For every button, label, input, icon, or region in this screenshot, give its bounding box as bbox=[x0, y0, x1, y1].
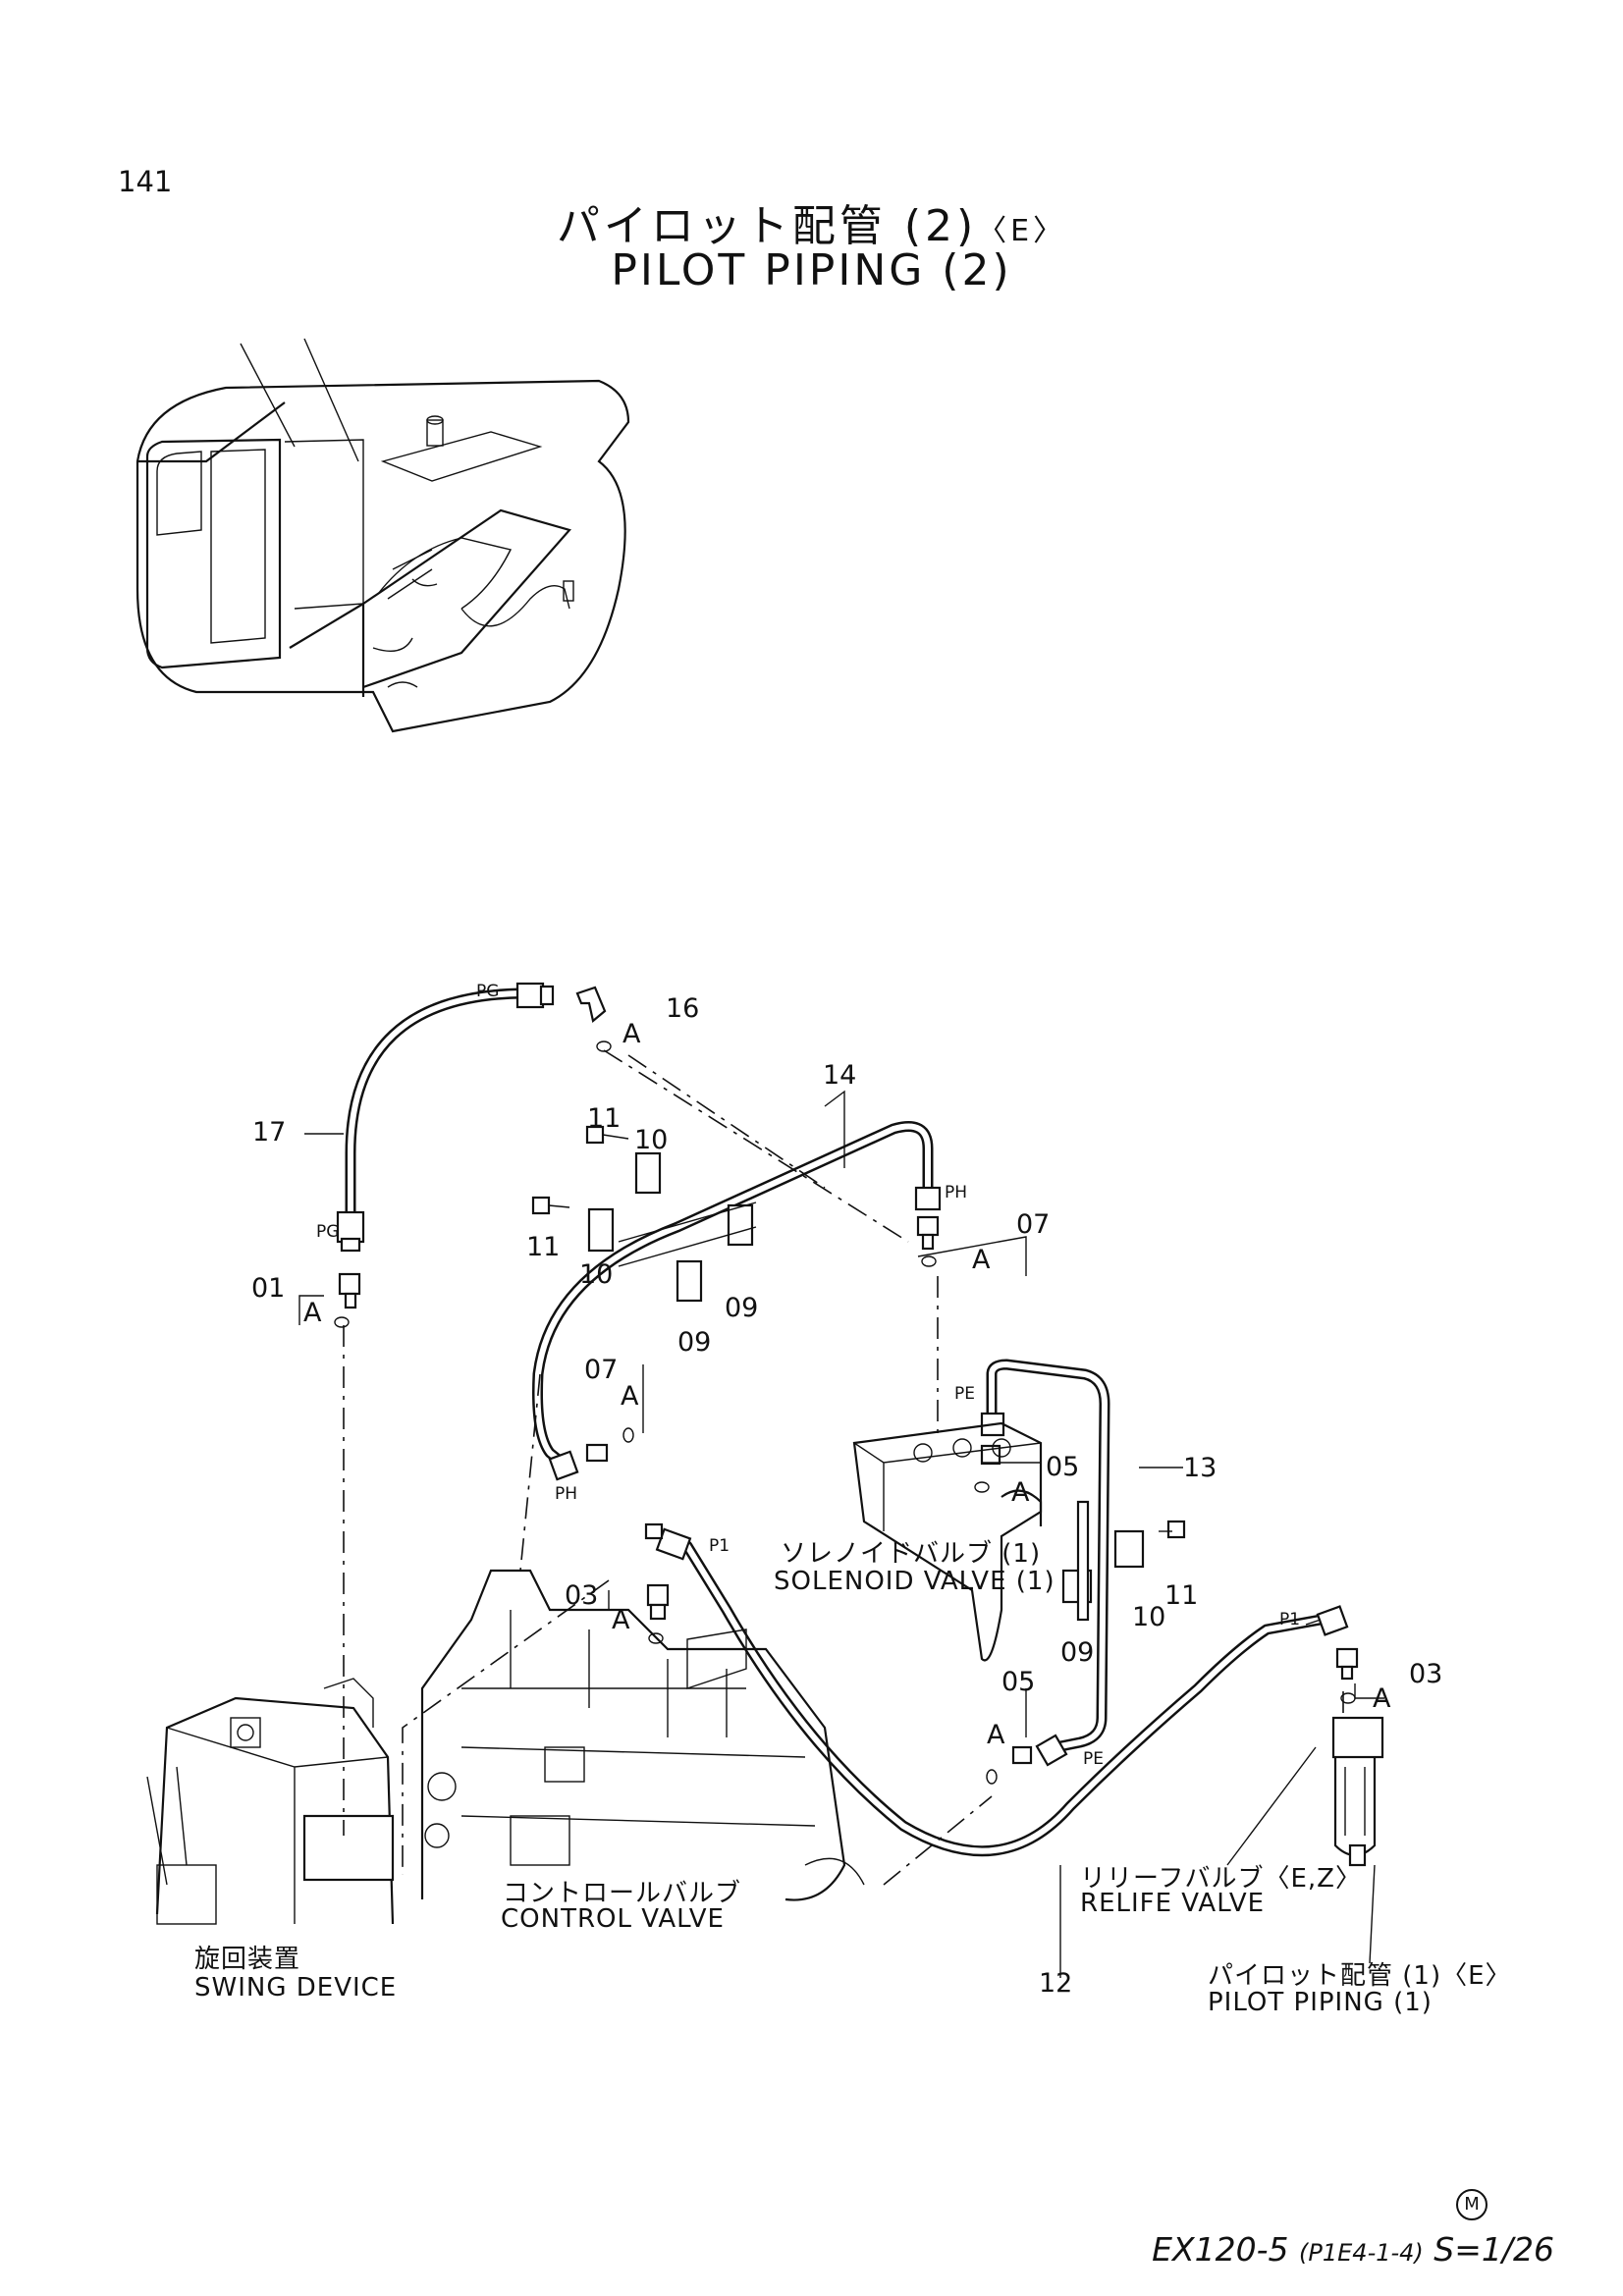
swing-device bbox=[146, 1678, 395, 1925]
detail-a-07: A bbox=[972, 1245, 991, 1275]
callout-12: 12 bbox=[1039, 1968, 1073, 1999]
port-p1-left: P1 bbox=[709, 1536, 730, 1556]
clamps bbox=[531, 1125, 1186, 1622]
callout-09-left: 09 bbox=[677, 1327, 712, 1358]
label-swing-device-jp: 旋回装置 bbox=[194, 1945, 301, 1974]
pipe-12 bbox=[681, 1540, 1326, 1857]
callout-05-top: 05 bbox=[1046, 1452, 1080, 1482]
footer-scale: S=1/26 bbox=[1434, 2230, 1554, 2269]
label-pilot-piping-en: PILOT PIPING (1) bbox=[1208, 1988, 1433, 2017]
callout-07-right: 07 bbox=[1016, 1209, 1051, 1240]
callout-16: 16 bbox=[666, 993, 700, 1024]
detail-a-03-right: A bbox=[1373, 1683, 1391, 1714]
control-valve bbox=[420, 1569, 865, 1901]
port-pg-top: PG bbox=[476, 982, 500, 1001]
port-pg-left: PG bbox=[316, 1222, 340, 1242]
callout-11-left: 11 bbox=[526, 1232, 561, 1262]
callout-17: 17 bbox=[252, 1117, 287, 1148]
pipe-13 bbox=[986, 1359, 1110, 1753]
title-jp-suffix: (2) bbox=[903, 201, 978, 251]
manual-mark: M bbox=[1456, 2189, 1488, 2220]
port-pe-top: PE bbox=[954, 1384, 975, 1404]
callout-14: 14 bbox=[823, 1060, 857, 1091]
callout-03-left: 03 bbox=[565, 1580, 599, 1611]
callout-09-bottom: 09 bbox=[1060, 1637, 1095, 1668]
callout-10-right: 10 bbox=[1132, 1602, 1166, 1632]
title-variant: 〈E〉 bbox=[977, 214, 1067, 248]
port-p1-right: P1 bbox=[1279, 1610, 1301, 1629]
detail-a-05-top: A bbox=[1011, 1477, 1030, 1508]
detail-a-03: A bbox=[612, 1605, 630, 1635]
callout-05-bottom: 05 bbox=[1001, 1667, 1036, 1697]
callout-13: 13 bbox=[1183, 1453, 1217, 1483]
label-solenoid-valve-en: SOLENOID VALVE (1) bbox=[774, 1567, 1055, 1596]
detail-a-01: A bbox=[303, 1298, 322, 1328]
leader-lines bbox=[298, 1049, 1384, 1978]
detail-a-07-left: A bbox=[621, 1381, 639, 1412]
callout-11-right: 11 bbox=[1164, 1580, 1199, 1611]
footer-model: EX120-5 bbox=[1152, 2230, 1289, 2269]
detail-a-05-bottom: A bbox=[987, 1720, 1005, 1750]
pipe-14 bbox=[532, 1121, 934, 1470]
port-pe-bottom: PE bbox=[1083, 1749, 1104, 1769]
page-title-jp: パイロット配管 (2)〈E〉 bbox=[0, 190, 1623, 253]
fittings bbox=[334, 982, 1359, 1785]
callout-10-top: 10 bbox=[634, 1125, 669, 1155]
callout-01: 01 bbox=[251, 1273, 286, 1304]
callout-07-left: 07 bbox=[584, 1355, 619, 1385]
relief-valve bbox=[1331, 1716, 1384, 1867]
label-solenoid-valve-jp: ソレノイドバルブ (1) bbox=[781, 1539, 1042, 1569]
callout-03-right: 03 bbox=[1409, 1659, 1443, 1689]
excavator-overview bbox=[135, 338, 630, 733]
page-title-en: PILOT PIPING (2) bbox=[611, 245, 1012, 295]
port-ph-left: PH bbox=[555, 1484, 578, 1504]
label-control-valve-en: CONTROL VALVE bbox=[501, 1904, 725, 1934]
port-ph-right: PH bbox=[945, 1183, 968, 1202]
solenoid-valve bbox=[852, 1421, 1043, 1662]
label-pilot-piping-jp: パイロット配管 (1)〈E〉 bbox=[1208, 1961, 1512, 1991]
page-number: 141 bbox=[118, 165, 173, 198]
callout-10-left: 10 bbox=[579, 1259, 614, 1290]
detail-a-16: A bbox=[622, 1019, 641, 1049]
pipe-17 bbox=[345, 988, 526, 1218]
label-relief-valve-en: RELIFE VALVE bbox=[1080, 1889, 1266, 1918]
label-relief-valve-jp: リリーフバルブ〈E,Z〉 bbox=[1080, 1864, 1362, 1894]
title-jp-text: パイロット配管 bbox=[556, 201, 887, 251]
label-control-valve-jp: コントロールバルブ bbox=[503, 1879, 742, 1908]
label-swing-device-en: SWING DEVICE bbox=[194, 1973, 398, 2002]
footer-code: (P1E4-1-4) bbox=[1299, 2239, 1424, 2267]
callout-09-right: 09 bbox=[725, 1293, 759, 1323]
footer-reference: EX120-5 (P1E4-1-4) S=1/26 bbox=[1152, 2230, 1554, 2269]
callout-11-top: 11 bbox=[587, 1103, 622, 1134]
